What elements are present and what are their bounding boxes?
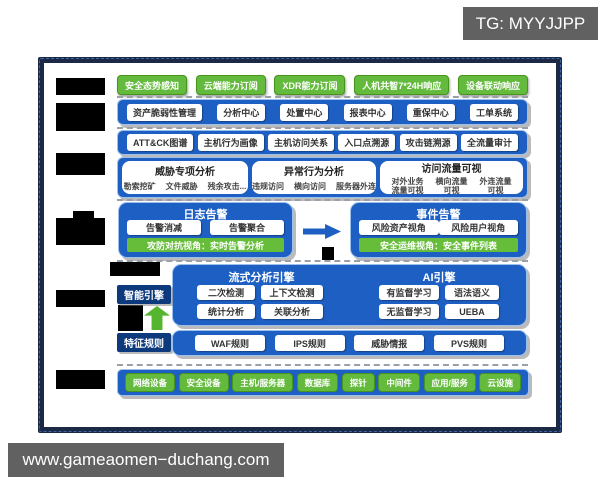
engine-box: 流式分析引擎 AI引擎 二次检测 上下文检测 统计分析 关联分析 有监督学习 语… xyxy=(172,264,527,326)
log-alert-title: 日志告警 xyxy=(183,209,228,221)
risk-user-view-button[interactable]: 风险用户视角 xyxy=(438,220,518,235)
panel-traffic-visibility[interactable]: 访问流量可视 对外业务流量可视 横向流量可视 外连流量可视 xyxy=(380,161,523,195)
panel-item: 对外业务流量可视 xyxy=(391,177,424,195)
device-button-database[interactable]: 数据库 xyxy=(296,373,339,392)
panel-item: 违规访问 xyxy=(252,182,284,191)
event-alert-buttons: 风险资产视角 风险用户视角 xyxy=(359,220,518,235)
panel-item: 服务器外连 xyxy=(336,182,376,191)
device-button-probe[interactable]: 探针 xyxy=(341,373,375,392)
panel-item: 勒索挖矿 xyxy=(123,182,156,191)
context-detection-button[interactable]: 上下文检测 xyxy=(261,285,323,300)
log-alert-box: 日志告警 告警消减 告警聚合 攻防对抗视角：实时告警分析 xyxy=(118,202,293,258)
tracing-button-host-access[interactable]: 主机访问关系 xyxy=(267,134,334,151)
center-button-asset-vulnerability[interactable]: 资产脆弱性管理 xyxy=(127,103,203,121)
panel-title: 异常行为分析 xyxy=(284,167,344,178)
event-alert-banner: 安全运维视角：安全事件列表 xyxy=(359,238,518,252)
slide-frame-dashed-border xyxy=(39,58,561,432)
service-button-cloud-subscription[interactable]: 云端能力订阅 xyxy=(195,75,266,95)
device-button-middleware[interactable]: 中间件 xyxy=(378,373,420,392)
center-button-guarantee[interactable]: 重保中心 xyxy=(406,103,455,121)
threat-intel-button[interactable]: 威胁情报 xyxy=(354,335,425,351)
device-button-app-service[interactable]: 应用/服务 xyxy=(423,373,476,392)
alert-aggregation-button[interactable]: 告警聚合 xyxy=(210,220,284,235)
ai-engine-title: AI引擎 xyxy=(422,272,456,284)
panel-item: 横向访问 xyxy=(294,182,326,191)
center-button-disposal[interactable]: 处置中心 xyxy=(280,103,329,121)
service-button-security-posture[interactable]: 安全态势感知 xyxy=(117,75,188,95)
panel-items: 对外业务流量可视 横向流量可视 外连流量可视 xyxy=(389,177,515,195)
redaction-block xyxy=(56,78,105,95)
center-button-analysis[interactable]: 分析中心 xyxy=(217,103,266,121)
tracing-button-host-behavior[interactable]: 主机行为画像 xyxy=(197,134,264,151)
service-button-xdr-subscription[interactable]: XDR能力订阅 xyxy=(274,75,346,95)
separator-dashed xyxy=(117,127,528,129)
redaction-block xyxy=(56,153,105,175)
redaction-block xyxy=(73,211,94,220)
rules-band: WAF规则 IPS规则 威胁情报 PVS规则 xyxy=(172,330,527,356)
correlation-analysis-button[interactable]: 关联分析 xyxy=(261,304,323,319)
device-button-host-server[interactable]: 主机/服务器 xyxy=(232,373,294,392)
feature-rules-label: 特征规则 xyxy=(117,333,171,352)
unsupervised-learning-button[interactable]: 无监督学习 xyxy=(379,304,439,319)
separator-dashed xyxy=(117,96,528,98)
statistical-analysis-button[interactable]: 统计分析 xyxy=(197,304,255,319)
centers-band: 资产脆弱性管理 分析中心 处置中心 报表中心 重保中心 工单系统 xyxy=(117,99,528,125)
top-services-row: 安全态势感知 云端能力订阅 XDR能力订阅 人机共智7*24H响应 设备联动响应 xyxy=(117,75,528,95)
panel-item: 外连流量可视 xyxy=(479,177,512,195)
syntax-semantics-button[interactable]: 语法语义 xyxy=(445,285,499,300)
separator-dashed xyxy=(117,260,528,262)
watermark-url: www.gameaomen−duchang.com xyxy=(8,443,284,477)
log-alert-banner: 攻防对抗视角：实时告警分析 xyxy=(127,238,284,252)
redaction-block xyxy=(56,370,105,389)
supervised-learning-button[interactable]: 有监督学习 xyxy=(379,285,439,300)
panel-abnormal-behavior[interactable]: 异常行为分析 违规访问 横向访问 服务器外连 xyxy=(252,161,376,194)
redaction-block xyxy=(56,290,105,307)
center-button-ticket[interactable]: 工单系统 xyxy=(469,103,518,121)
redaction-block xyxy=(56,218,105,245)
watermark-telegram: TG: MYYJJPP xyxy=(463,7,598,40)
event-alert-title: 事件告警 xyxy=(416,209,461,221)
tracing-button-attack-chain[interactable]: 攻击链溯源 xyxy=(399,134,457,151)
analysis-band: 威胁专项分析 勒索挖矿 文件威胁 残余攻击... 异常行为分析 违规访问 横向访… xyxy=(117,157,528,198)
separator-dashed xyxy=(117,364,528,366)
device-button-network[interactable]: 网络设备 xyxy=(125,373,176,392)
tracing-button-full-traffic-audit[interactable]: 全流量审计 xyxy=(460,134,518,151)
device-button-security[interactable]: 安全设备 xyxy=(178,373,229,392)
tracing-button-attck-map[interactable]: ATT&CK图谱 xyxy=(127,134,194,151)
intelligent-engine-label: 智能引擎 xyxy=(117,285,171,304)
pvs-rules-button[interactable]: PVS规则 xyxy=(433,335,504,351)
alert-reduction-button[interactable]: 告警消减 xyxy=(127,220,201,235)
risk-asset-view-button[interactable]: 风险资产视角 xyxy=(359,220,439,235)
redaction-block xyxy=(322,247,334,260)
panel-item: 残余攻击... xyxy=(207,182,247,191)
panel-items: 勒索挖矿 文件威胁 残余攻击... xyxy=(124,181,247,192)
tracing-button-entry-trace[interactable]: 入口点溯源 xyxy=(338,134,396,151)
secondary-detection-button[interactable]: 二次检测 xyxy=(197,285,255,300)
service-button-7x24-response[interactable]: 人机共智7*24H响应 xyxy=(354,75,450,95)
redaction-block xyxy=(56,103,105,131)
ips-rules-button[interactable]: IPS规则 xyxy=(274,335,345,351)
devices-band: 网络设备 安全设备 主机/服务器 数据库 探针 中间件 应用/服务 云设施 xyxy=(117,369,529,396)
device-button-cloud[interactable]: 云设施 xyxy=(479,373,521,392)
stream-engine-title: 流式分析引擎 xyxy=(228,272,295,284)
redaction-block xyxy=(110,262,160,276)
panel-item: 横向流量可视 xyxy=(435,177,468,195)
event-alert-box: 事件告警 风险资产视角 风险用户视角 安全运维视角：安全事件列表 xyxy=(350,202,527,258)
panel-title: 访问流量可视 xyxy=(421,164,482,175)
panel-title: 威胁专项分析 xyxy=(155,167,215,178)
log-alert-buttons: 告警消减 告警聚合 xyxy=(127,220,284,235)
service-button-device-linkage[interactable]: 设备联动响应 xyxy=(457,75,528,95)
redaction-block xyxy=(118,305,143,331)
ueba-button[interactable]: UEBA xyxy=(445,304,499,319)
separator-dashed xyxy=(117,199,528,201)
panel-threat-analysis[interactable]: 威胁专项分析 勒索挖矿 文件威胁 残余攻击... xyxy=(122,161,248,194)
tracing-band: ATT&CK图谱 主机行为画像 主机访问关系 入口点溯源 攻击链溯源 全流量审计 xyxy=(117,130,528,155)
panel-items: 违规访问 横向访问 服务器外连 xyxy=(252,181,376,192)
panel-item: 文件威胁 xyxy=(165,182,198,191)
waf-rules-button[interactable]: WAF规则 xyxy=(195,335,265,351)
center-button-report[interactable]: 报表中心 xyxy=(343,103,392,121)
